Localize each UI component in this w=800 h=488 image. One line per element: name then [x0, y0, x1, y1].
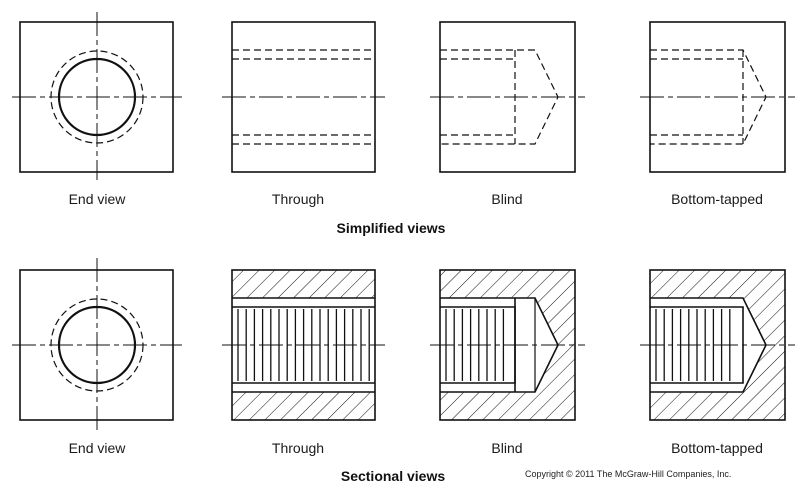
simplified-bottom-tapped-view	[640, 21, 795, 173]
simplified-through-view	[222, 21, 385, 173]
label-simplified-through: Through	[271, 191, 325, 207]
label-simplified-end-view: End view	[68, 191, 126, 207]
sectional-bottom-tapped-view	[640, 269, 795, 421]
sectional-views-title: Sectional views	[340, 468, 446, 484]
section-hatching	[650, 270, 785, 420]
label-sectional-bottom-tapped: Bottom-tapped	[671, 440, 763, 456]
section-hatching	[232, 270, 375, 420]
label-sectional-blind: Blind	[491, 440, 523, 456]
label-sectional-through: Through	[271, 440, 325, 456]
simplified-blind-view	[430, 21, 585, 173]
sectional-through-view	[222, 269, 385, 421]
label-sectional-end-view: End view	[68, 440, 126, 456]
simplified-views-title: Simplified views	[336, 220, 446, 236]
section-hatching	[440, 270, 575, 420]
simplified-end-view	[12, 12, 182, 180]
label-simplified-blind: Blind	[491, 191, 523, 207]
label-simplified-bottom-tapped: Bottom-tapped	[671, 191, 763, 207]
sectional-blind-view	[430, 269, 585, 421]
copyright-notice: Copyright © 2011 The McGraw-Hill Compani…	[525, 469, 732, 479]
thread-lines	[232, 297, 375, 393]
sectional-end-view	[12, 258, 182, 430]
